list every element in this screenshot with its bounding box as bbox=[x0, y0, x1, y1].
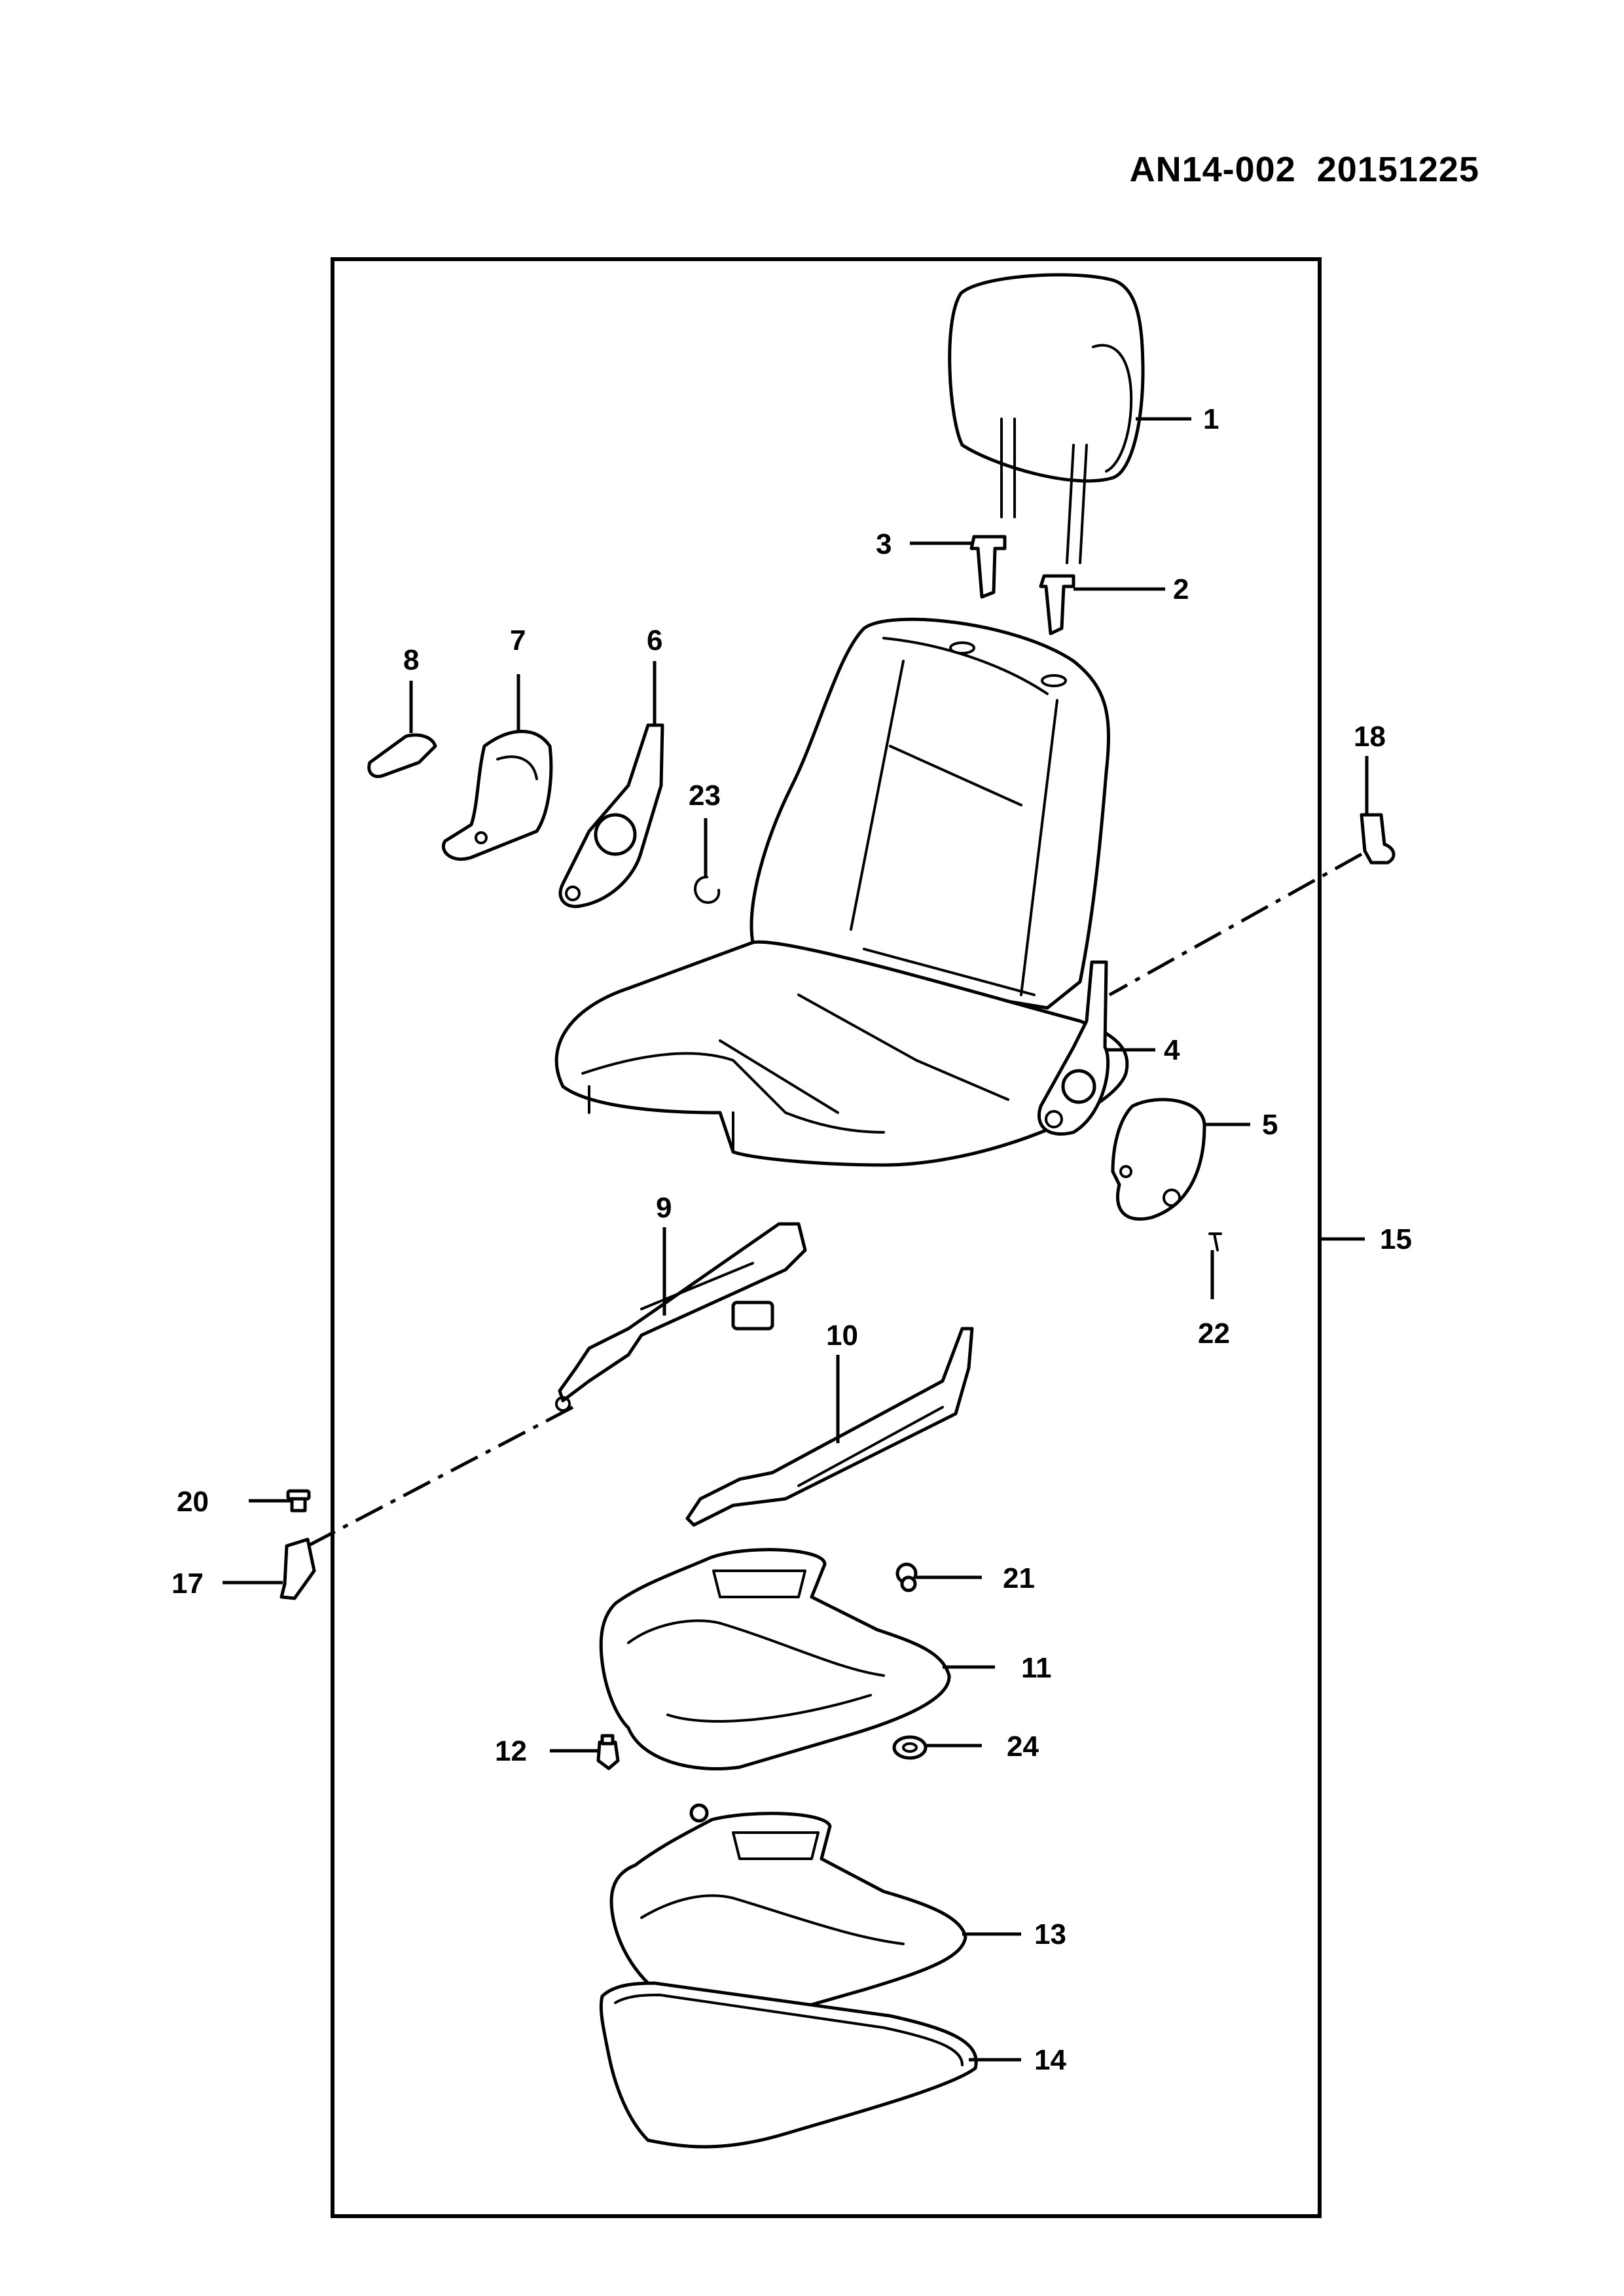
small-pin bbox=[1208, 1232, 1222, 1251]
headrest-guide-right bbox=[1039, 574, 1075, 636]
callout-8: 8 bbox=[403, 644, 419, 676]
callout-1: 1 bbox=[1203, 403, 1219, 435]
sheet-title: AN14-002 20151225 bbox=[1129, 150, 1479, 189]
callout-18: 18 bbox=[1354, 721, 1386, 753]
callout-2: 2 bbox=[1173, 573, 1189, 605]
belt-anchor-bracket bbox=[280, 1537, 316, 1600]
retaining-clip bbox=[694, 876, 721, 904]
push-clip bbox=[596, 1734, 620, 1770]
callout-22: 22 bbox=[1198, 1318, 1230, 1350]
callout-3: 3 bbox=[876, 528, 892, 560]
seat-rail-left bbox=[555, 1222, 807, 1412]
leader-lines bbox=[223, 417, 1369, 2062]
callout-23: 23 bbox=[689, 780, 721, 812]
callout-10: 10 bbox=[826, 1319, 858, 1352]
seat-frame-wire bbox=[599, 1981, 978, 2149]
seat-rail-right bbox=[685, 1327, 974, 1527]
callout-4: 4 bbox=[1164, 1034, 1180, 1066]
side-trim bbox=[442, 730, 553, 861]
callout-9: 9 bbox=[656, 1192, 672, 1224]
recliner-left bbox=[558, 723, 664, 908]
recliner-cover bbox=[1111, 1098, 1206, 1221]
callout-14: 14 bbox=[1034, 2044, 1066, 2076]
belt-bracket bbox=[1360, 813, 1396, 865]
bolt bbox=[286, 1489, 311, 1513]
callout-12: 12 bbox=[495, 1735, 527, 1767]
headrest bbox=[948, 273, 1145, 564]
callout-20: 20 bbox=[177, 1486, 209, 1518]
callout-6: 6 bbox=[647, 624, 662, 656]
callout-21: 21 bbox=[1003, 1562, 1035, 1594]
callout-17: 17 bbox=[171, 1568, 204, 1600]
centerline-lower bbox=[306, 1405, 574, 1548]
headrest-guide-left bbox=[969, 535, 1007, 599]
flange-nut bbox=[895, 1562, 918, 1592]
callout-5: 5 bbox=[1262, 1109, 1278, 1141]
seat-pan bbox=[599, 1548, 951, 1770]
centerline-upper bbox=[1108, 852, 1363, 997]
seat-assembly bbox=[554, 617, 1129, 1167]
callout-15: 15 bbox=[1380, 1223, 1412, 1255]
callout-7: 7 bbox=[510, 624, 526, 656]
recline-lever bbox=[367, 733, 437, 778]
callout-11: 11 bbox=[1021, 1652, 1052, 1684]
recliner-right bbox=[1037, 960, 1110, 1136]
callout-24: 24 bbox=[1007, 1731, 1039, 1763]
callout-13: 13 bbox=[1034, 1918, 1066, 1950]
hex-nut bbox=[892, 1735, 928, 1760]
